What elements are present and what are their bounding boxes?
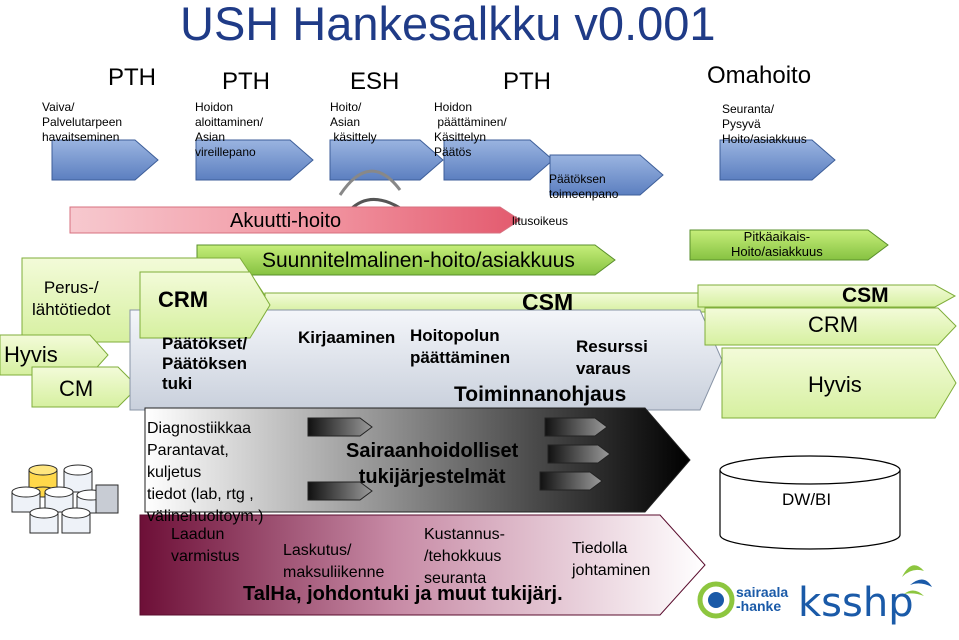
right-crm-shape	[704, 307, 957, 346]
sairaala-logo-text: sairaala -hanke	[736, 584, 789, 614]
hoitopolun-label: Hoitopolun päättäminen	[410, 326, 511, 367]
step-label-6: Seuranta/ Pysyvä Hoito/asiakkuus	[722, 102, 807, 146]
resurssi-label: Resurssi varaus	[576, 337, 648, 378]
crm-gray-shape	[129, 309, 723, 411]
tiedolla-label: Tiedolla johtaminen	[572, 540, 651, 579]
perus-label: Perus-/ lähtötiedot	[32, 278, 111, 319]
crm-label: CRM	[158, 287, 209, 312]
step-arrow-5	[549, 154, 664, 196]
dwbi-cylinder	[719, 455, 901, 550]
laskutus-label: Laskutus/ maksuliikenne	[283, 542, 385, 581]
kirjaaminen-label: Kirjaaminen	[298, 328, 396, 347]
cm-shape	[31, 366, 139, 408]
right-csm-label: CSM	[842, 284, 889, 307]
step-arrow-4	[443, 139, 554, 181]
csm-label: CSM	[522, 289, 574, 315]
toiminnanohjaus-label: Toiminnanohjaus	[454, 383, 627, 406]
step-arrow-2	[195, 139, 314, 181]
csm-band	[264, 292, 727, 313]
kustannus-label: Kustannus- /tehokkuus seuranta	[424, 526, 505, 587]
cm-left-label: CM	[59, 376, 94, 401]
step-arrow-1	[51, 139, 159, 181]
header-pth-2: PTH	[222, 68, 270, 95]
hyvis-shape	[0, 334, 109, 376]
right-hyvis-shape	[721, 347, 957, 419]
header-pth-1: PTH	[108, 64, 156, 91]
step-label-3: Hoito/ Asian käsittely	[330, 100, 377, 144]
talha-shape	[139, 514, 706, 616]
step-label-1: Vaiva/ Palvelutarpeen havaitseminen	[42, 100, 123, 144]
right-hyvis-label: Hyvis	[808, 372, 862, 397]
step-label-2: Hoidon aloittaminen/ Asian vireillepano	[195, 100, 264, 159]
right-crm-label: CRM	[808, 312, 859, 337]
dwbi-label: DW/BI	[782, 490, 832, 509]
ksshp-logo-text: ksshp	[798, 580, 914, 626]
hyvis-left-label: Hyvis	[4, 342, 58, 367]
akuutti-label: Akuutti-hoito	[230, 210, 342, 232]
akuutti-band	[69, 206, 521, 234]
paatokset-label: Päätökset/ Päätöksen tuki	[162, 334, 248, 393]
step-arrow-3	[329, 139, 444, 181]
page-title: USH Hankesalkku v0.001	[180, 0, 716, 50]
crm-left-shape	[139, 271, 271, 339]
laadun-label: Laadun varmistus	[171, 526, 240, 565]
step-label-5: Päätöksen toimeenpano	[549, 172, 619, 201]
header-pth-3: PTH	[503, 68, 551, 95]
step-arrow-6	[719, 139, 836, 181]
akuutti-tail-label: litusoikeus	[512, 214, 569, 228]
database-icons	[11, 464, 119, 534]
header-omahoito: Omahoito	[707, 62, 812, 89]
pitkaaikais-band	[689, 229, 889, 261]
step-label-4: Hoidon päättäminen/ Käsittelyn Päätös	[434, 100, 507, 159]
diagnostiikka-label: Diagnostiikkaa Parantavat, kuljetus tied…	[147, 420, 264, 525]
sairaanhoidolliset-label: Sairaanhoidolliset tukijärjestelmät	[346, 440, 519, 488]
suunnitelmallinen-label: Suunnitelmalinen-hoito/asiakkuus	[262, 249, 575, 272]
pitkaaikais-label: Pitkäaikais- Hoito/asiakkuus	[731, 229, 823, 259]
talha-main-label: TalHa, johdontuki ja muut tukijärj.	[243, 583, 563, 605]
header-esh: ESH	[350, 68, 400, 95]
right-csm-shape	[697, 284, 957, 308]
